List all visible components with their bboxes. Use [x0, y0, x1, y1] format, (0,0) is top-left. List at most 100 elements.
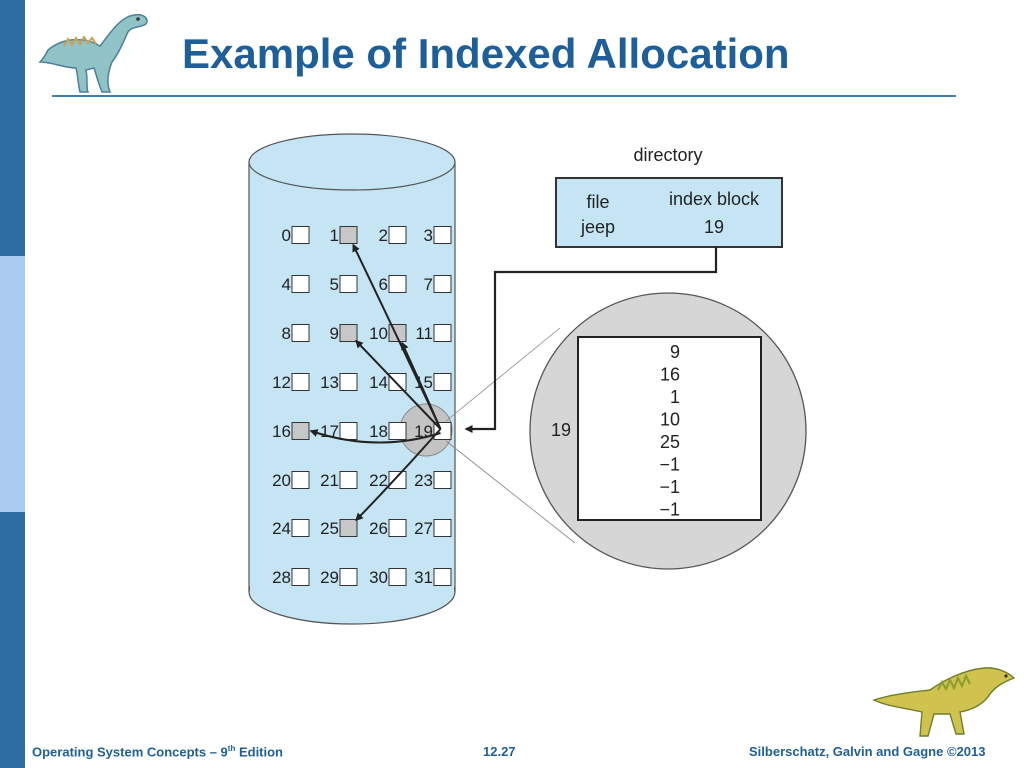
disk-block-18: 18: [369, 422, 407, 441]
disk-block-2: 2: [379, 226, 407, 245]
slide-title: Example of Indexed Allocation: [182, 30, 790, 77]
index-entry-7: −1: [659, 500, 680, 520]
disk-block-number: 26: [369, 519, 388, 538]
disk-block-box: [291, 226, 310, 244]
disk-block-13: 13: [320, 373, 358, 392]
disk-block-box: [433, 519, 452, 537]
title-divider: [52, 95, 956, 97]
disk-block-number: 23: [414, 471, 433, 490]
disk-block-17: 17: [320, 422, 358, 441]
disk-block-21: 21: [320, 471, 358, 490]
disk-block-31: 31: [414, 568, 452, 587]
disk-block-box: [388, 226, 407, 244]
pointer-arrow-to-block-9: [355, 339, 442, 430]
disk-block-12: 12: [272, 373, 310, 392]
sidebar-dark-segment-bottom: [0, 512, 25, 768]
index-entry-6: −1: [659, 477, 680, 497]
disk-block-number: 17: [320, 422, 339, 441]
dinosaur-logo-icon: [38, 13, 148, 93]
disk-block-number: 29: [320, 568, 339, 587]
disk-block-number: 8: [282, 324, 291, 343]
directory-col-index-block: index block: [669, 189, 760, 209]
disk-block-29: 29: [320, 568, 358, 587]
disk-block-8: 8: [282, 324, 310, 343]
disk-block-number: 3: [424, 226, 433, 245]
disk-block-number: 18: [369, 422, 388, 441]
disk-block-30: 30: [369, 568, 407, 587]
disk-block-number: 31: [414, 568, 433, 587]
sidebar-light-segment: [0, 256, 25, 512]
disk-block-box: [388, 422, 407, 440]
disk-block-5: 5: [330, 275, 358, 294]
disk-block-box: [291, 568, 310, 586]
disk-block-number: 5: [330, 275, 339, 294]
disk-block-number: 27: [414, 519, 433, 538]
directory-pointer-arrow: [464, 247, 718, 433]
disk-block-box: [291, 373, 310, 391]
disk-block-3: 3: [424, 226, 452, 245]
index-entry-1: 16: [660, 365, 680, 385]
disk-block-26: 26: [369, 519, 407, 538]
directory-table: directory file index block jeep 19: [555, 145, 783, 248]
index-entry-0: 9: [670, 342, 680, 362]
directory-label: directory: [633, 145, 702, 165]
disk-block-number: 1: [330, 226, 339, 245]
footer-book-title: Operating System Concepts – 9th Edition: [32, 744, 284, 760]
disk-block-number: 6: [379, 275, 388, 294]
disk-block-box: [433, 275, 452, 293]
index-entry-5: −1: [659, 455, 680, 475]
disk-block-box-used: [339, 226, 358, 244]
disk-block-9: 9: [330, 324, 358, 343]
disk-block-23: 23: [414, 471, 452, 490]
footer-authors: Silberschatz, Galvin and Gagne ©2013: [749, 744, 986, 759]
disk-block-number: 25: [320, 519, 339, 538]
disk-block-box: [339, 275, 358, 293]
pointer-arrow-to-block-10: [401, 341, 442, 430]
disk-block-box: [388, 275, 407, 293]
disk-block-7: 7: [424, 275, 452, 294]
disk-block-box: [291, 519, 310, 537]
disk-block-number: 10: [369, 324, 388, 343]
disk-block-6: 6: [379, 275, 407, 294]
disk-block-number: 12: [272, 373, 291, 392]
directory-index-value: 19: [704, 217, 724, 237]
disk-block-number: 14: [369, 373, 388, 392]
pointer-arrow-to-block-16: [309, 429, 441, 444]
disk-block-number: 13: [320, 373, 339, 392]
disk-block-number: 4: [282, 275, 291, 294]
disk-block-number: 28: [272, 568, 291, 587]
disk-block-box-used: [291, 422, 310, 440]
disk-block-4: 4: [282, 275, 310, 294]
disk-block-16: 16: [272, 422, 310, 441]
disk-block-11: 11: [415, 324, 452, 343]
disk-block-0: 0: [282, 226, 310, 245]
index-block-number-label: 19: [551, 420, 571, 440]
disk-block-22: 22: [369, 471, 407, 490]
disk-block-box: [433, 568, 452, 586]
disk-block-box: [291, 471, 310, 489]
disk-block-28: 28: [272, 568, 310, 587]
directory-file-name: jeep: [580, 217, 615, 237]
zoom-guide-upper: [445, 327, 561, 422]
disk-block-box: [339, 373, 358, 391]
disk-block-box: [388, 373, 407, 391]
disk-block-box: [291, 324, 310, 342]
dinosaur-footer-icon: [872, 667, 1016, 737]
disk-block-box: [433, 373, 452, 391]
disk-block-20: 20: [272, 471, 310, 490]
index-entry-4: 25: [660, 432, 680, 452]
disk-block-box: [291, 275, 310, 293]
disk-block-1: 1: [330, 226, 358, 245]
disk-block-box: [388, 568, 407, 586]
disk-block-number: 30: [369, 568, 388, 587]
disk-block-box: [433, 324, 452, 342]
zoom-guide-lower: [445, 440, 576, 544]
directory-col-file: file: [586, 192, 609, 212]
disk-block-number: 0: [282, 226, 291, 245]
disk-block-number: 7: [424, 275, 433, 294]
disk-block-box: [339, 422, 358, 440]
disk-block-number: 11: [415, 324, 433, 343]
disk-block-number: 9: [330, 324, 339, 343]
